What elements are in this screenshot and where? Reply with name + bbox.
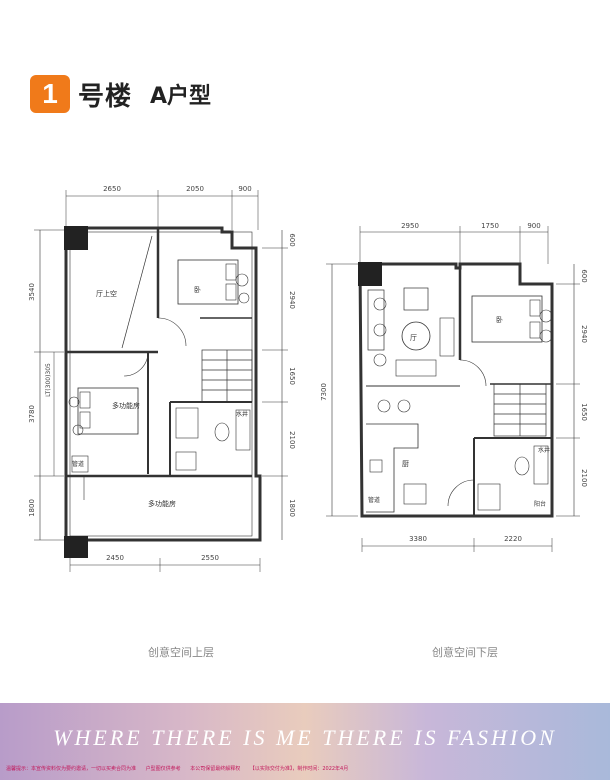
- lower-dim-top-2: 1750: [481, 222, 499, 230]
- lower-dim-left-1: 7300: [320, 383, 328, 401]
- upper-dim-right-1: 600: [288, 233, 296, 246]
- lower-pipe: 管道: [368, 496, 380, 504]
- upper-water-well: 水井: [236, 410, 248, 418]
- lower-room-bedroom: 卧: [496, 316, 503, 324]
- upper-dim-bottom-2: 2550: [201, 554, 219, 562]
- upper-floor-plan: [34, 190, 288, 572]
- lower-balcony: 阳台: [534, 500, 546, 508]
- upper-dim-right-5: 1800: [288, 499, 296, 517]
- upper-dim-left-3: 1800: [28, 499, 36, 517]
- unit-type-label: A户型: [150, 84, 212, 109]
- lower-dim-right-4: 2100: [580, 469, 588, 487]
- lower-floor-caption: 创意空间下层: [432, 646, 498, 659]
- lower-dim-right-1: 600: [580, 269, 588, 282]
- disclaimer-text: 本公司保留最终解释权: [190, 766, 241, 772]
- upper-room-void: 厅上空: [96, 289, 117, 298]
- lower-room-kitchen: 厨: [402, 460, 409, 468]
- upper-dim-left-inner: LT(300)305: [45, 363, 52, 397]
- upper-room-bedroom: 卧: [194, 286, 201, 294]
- lower-dim-bottom-2: 2220: [504, 535, 522, 543]
- upper-dim-top-3: 900: [238, 185, 251, 193]
- lower-dim-right-2: 2940: [580, 325, 588, 343]
- floor-plans: 2650 2050 900 2450 2550 3540 3780 1800 L…: [28, 185, 588, 572]
- upper-room-multifunction-2: 多功能房: [148, 499, 176, 508]
- lower-dim-top-1: 2950: [401, 222, 419, 230]
- upper-dim-top-1: 2650: [103, 185, 121, 193]
- lower-dim-top-3: 900: [527, 222, 540, 230]
- building-label: 号楼: [78, 81, 133, 112]
- banner-slogan: WHERE THERE IS ME THERE IS FASHION: [53, 725, 557, 750]
- lower-water-well: 水井: [538, 446, 550, 454]
- upper-dim-left-2: 3780: [28, 405, 36, 423]
- upper-dim-right-2: 2940: [288, 291, 296, 309]
- upper-room-multifunction-1: 多功能房: [112, 401, 140, 410]
- disclaimer-text: 温馨提示：本宣传资料仅为要约邀请，一切以买卖合同为准: [6, 766, 137, 772]
- upper-dim-right-3: 1650: [288, 367, 296, 385]
- page-header: 1 号楼 A户型: [30, 74, 211, 114]
- lower-room-living: 厅: [410, 334, 417, 342]
- building-number-badge: 1: [30, 75, 70, 113]
- lower-floor-plan: [326, 226, 580, 552]
- banner-disclaimer: 温馨提示：本宣传资料仅为要约邀请，一切以买卖合同为准 户型图仅供参考 本公司保留…: [6, 765, 604, 772]
- upper-floor-caption: 创意空间上层: [148, 646, 214, 659]
- lower-dim-right-3: 1650: [580, 403, 588, 421]
- slogan-banner: WHERE THERE IS ME THERE IS FASHION 温馨提示：…: [0, 703, 610, 780]
- upper-dim-top-2: 2050: [186, 185, 204, 193]
- upper-pipe: 管道: [72, 460, 84, 468]
- upper-dim-right-4: 2100: [288, 431, 296, 449]
- lower-dim-bottom-1: 3380: [409, 535, 427, 543]
- disclaimer-text: 户型图仅供参考: [145, 766, 181, 772]
- upper-dim-bottom-1: 2450: [106, 554, 124, 562]
- upper-dim-left-1: 3540: [28, 283, 36, 301]
- disclaimer-text: 【以实际交付为准】，制作时间：2022年4月: [249, 766, 349, 772]
